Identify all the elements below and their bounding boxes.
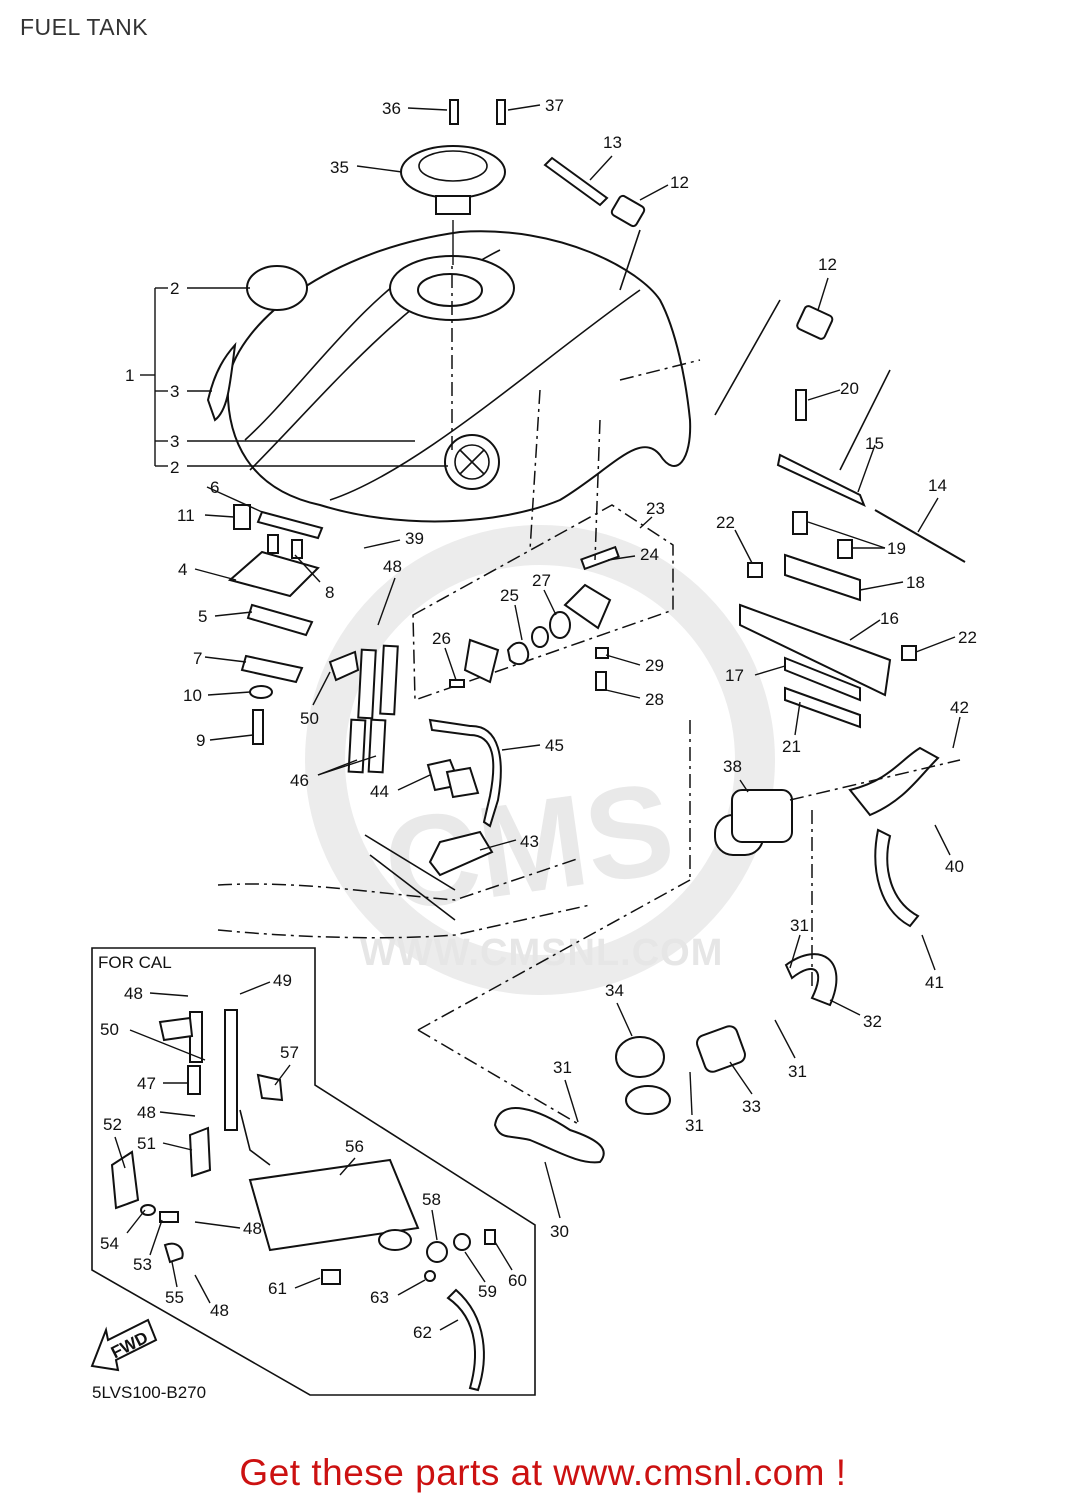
callout-50: 50 bbox=[100, 1020, 119, 1039]
callout-59: 59 bbox=[478, 1282, 497, 1301]
callout-37: 37 bbox=[545, 96, 564, 115]
callout-42: 42 bbox=[950, 698, 969, 717]
callout-33: 33 bbox=[742, 1097, 761, 1116]
callout-31: 31 bbox=[788, 1062, 807, 1081]
callout-62: 62 bbox=[413, 1323, 432, 1342]
callout-35: 35 bbox=[330, 158, 349, 177]
callout-19: 19 bbox=[887, 539, 906, 558]
callout-50: 50 bbox=[300, 709, 319, 728]
fuel-tank bbox=[206, 230, 692, 523]
callout-25: 25 bbox=[500, 586, 519, 605]
callout-24: 24 bbox=[640, 545, 659, 564]
footer-promo-link[interactable]: Get these parts at www.cmsnl.com ! bbox=[239, 1452, 847, 1493]
callout-48: 48 bbox=[124, 984, 143, 1003]
reference-lines bbox=[217, 262, 961, 939]
callout-2: 2 bbox=[170, 279, 179, 298]
callout-54: 54 bbox=[100, 1234, 119, 1253]
callout-6: 6 bbox=[210, 478, 219, 497]
callout-32: 32 bbox=[863, 1012, 882, 1031]
callout-43: 43 bbox=[520, 832, 539, 851]
callout-29: 29 bbox=[645, 656, 664, 675]
diagram-code: 5LVS100-B270 bbox=[92, 1383, 206, 1402]
callout-21: 21 bbox=[782, 737, 801, 756]
watermark-url-text: WWW.CMSNL.COM bbox=[360, 932, 723, 974]
for-cal-label: FOR CAL bbox=[98, 953, 172, 972]
callout-40: 40 bbox=[945, 857, 964, 876]
callout-labels: 1 2 2 3 3 3 4 5 6 7 8 9 10 11 12 12 13 1… bbox=[92, 96, 977, 1402]
callout-34: 34 bbox=[605, 981, 624, 1000]
callout-14: 14 bbox=[928, 476, 947, 495]
callout-18: 18 bbox=[906, 573, 925, 592]
callout-3: 3 bbox=[170, 432, 179, 451]
callout-4: 4 bbox=[178, 560, 187, 579]
callout-47: 47 bbox=[137, 1074, 156, 1093]
callout-39: 39 bbox=[405, 529, 424, 548]
callout-52: 52 bbox=[103, 1115, 122, 1134]
callout-17: 17 bbox=[725, 666, 744, 685]
for-cal-inset bbox=[91, 947, 536, 1396]
callout-10: 10 bbox=[183, 686, 202, 705]
callout-2: 2 bbox=[170, 458, 179, 477]
fuel-cock-assembly bbox=[412, 504, 674, 702]
callout-leaders bbox=[114, 104, 961, 1331]
callout-60: 60 bbox=[508, 1271, 527, 1290]
callout-5: 5 bbox=[198, 607, 207, 626]
callout-1: 1 bbox=[125, 366, 134, 385]
left-mount-parts bbox=[227, 504, 324, 745]
callout-63: 63 bbox=[370, 1288, 389, 1307]
callout-48: 48 bbox=[243, 1219, 262, 1238]
callout-3: 3 bbox=[170, 382, 179, 401]
callout-49: 49 bbox=[273, 971, 292, 990]
callout-38: 38 bbox=[723, 757, 742, 776]
callout-12: 12 bbox=[670, 173, 689, 192]
callout-22: 22 bbox=[716, 513, 735, 532]
fuel-pump-group bbox=[417, 720, 940, 1164]
callout-12: 12 bbox=[818, 255, 837, 274]
callout-31: 31 bbox=[685, 1116, 704, 1135]
callout-56: 56 bbox=[345, 1137, 364, 1156]
fuel-cap bbox=[400, 99, 506, 265]
callout-31: 31 bbox=[790, 916, 809, 935]
callout-8: 8 bbox=[325, 583, 334, 602]
callout-48: 48 bbox=[210, 1301, 229, 1320]
callout-48: 48 bbox=[137, 1103, 156, 1122]
callout-30: 30 bbox=[550, 1222, 569, 1241]
callout-23: 23 bbox=[646, 499, 665, 518]
callout-53: 53 bbox=[133, 1255, 152, 1274]
callout-22: 22 bbox=[958, 628, 977, 647]
upper-right-parts bbox=[543, 156, 966, 729]
callout-9: 9 bbox=[196, 731, 205, 750]
central-hoses bbox=[328, 644, 502, 921]
callout-15: 15 bbox=[865, 434, 884, 453]
callout-55: 55 bbox=[165, 1288, 184, 1307]
callout-51: 51 bbox=[137, 1134, 156, 1153]
callout-44: 44 bbox=[370, 782, 389, 801]
callout-36: 36 bbox=[382, 99, 401, 118]
callout-46: 46 bbox=[290, 771, 309, 790]
callout-58: 58 bbox=[422, 1190, 441, 1209]
callout-11: 11 bbox=[177, 506, 195, 525]
callout-61: 61 bbox=[268, 1279, 287, 1298]
callout-13: 13 bbox=[603, 133, 622, 152]
callout-48: 48 bbox=[383, 557, 402, 576]
callout-41: 41 bbox=[925, 973, 944, 992]
callout-45: 45 bbox=[545, 736, 564, 755]
callout-28: 28 bbox=[645, 690, 664, 709]
callout-16: 16 bbox=[880, 609, 899, 628]
callout-7: 7 bbox=[193, 649, 202, 668]
callout-27: 27 bbox=[532, 571, 551, 590]
fwd-arrow: FWD bbox=[90, 1318, 158, 1372]
callout-26: 26 bbox=[432, 629, 451, 648]
callout-57: 57 bbox=[280, 1043, 299, 1062]
callout-31: 31 bbox=[553, 1058, 572, 1077]
callout-20: 20 bbox=[840, 379, 859, 398]
page-title: FUEL TANK bbox=[20, 14, 149, 40]
